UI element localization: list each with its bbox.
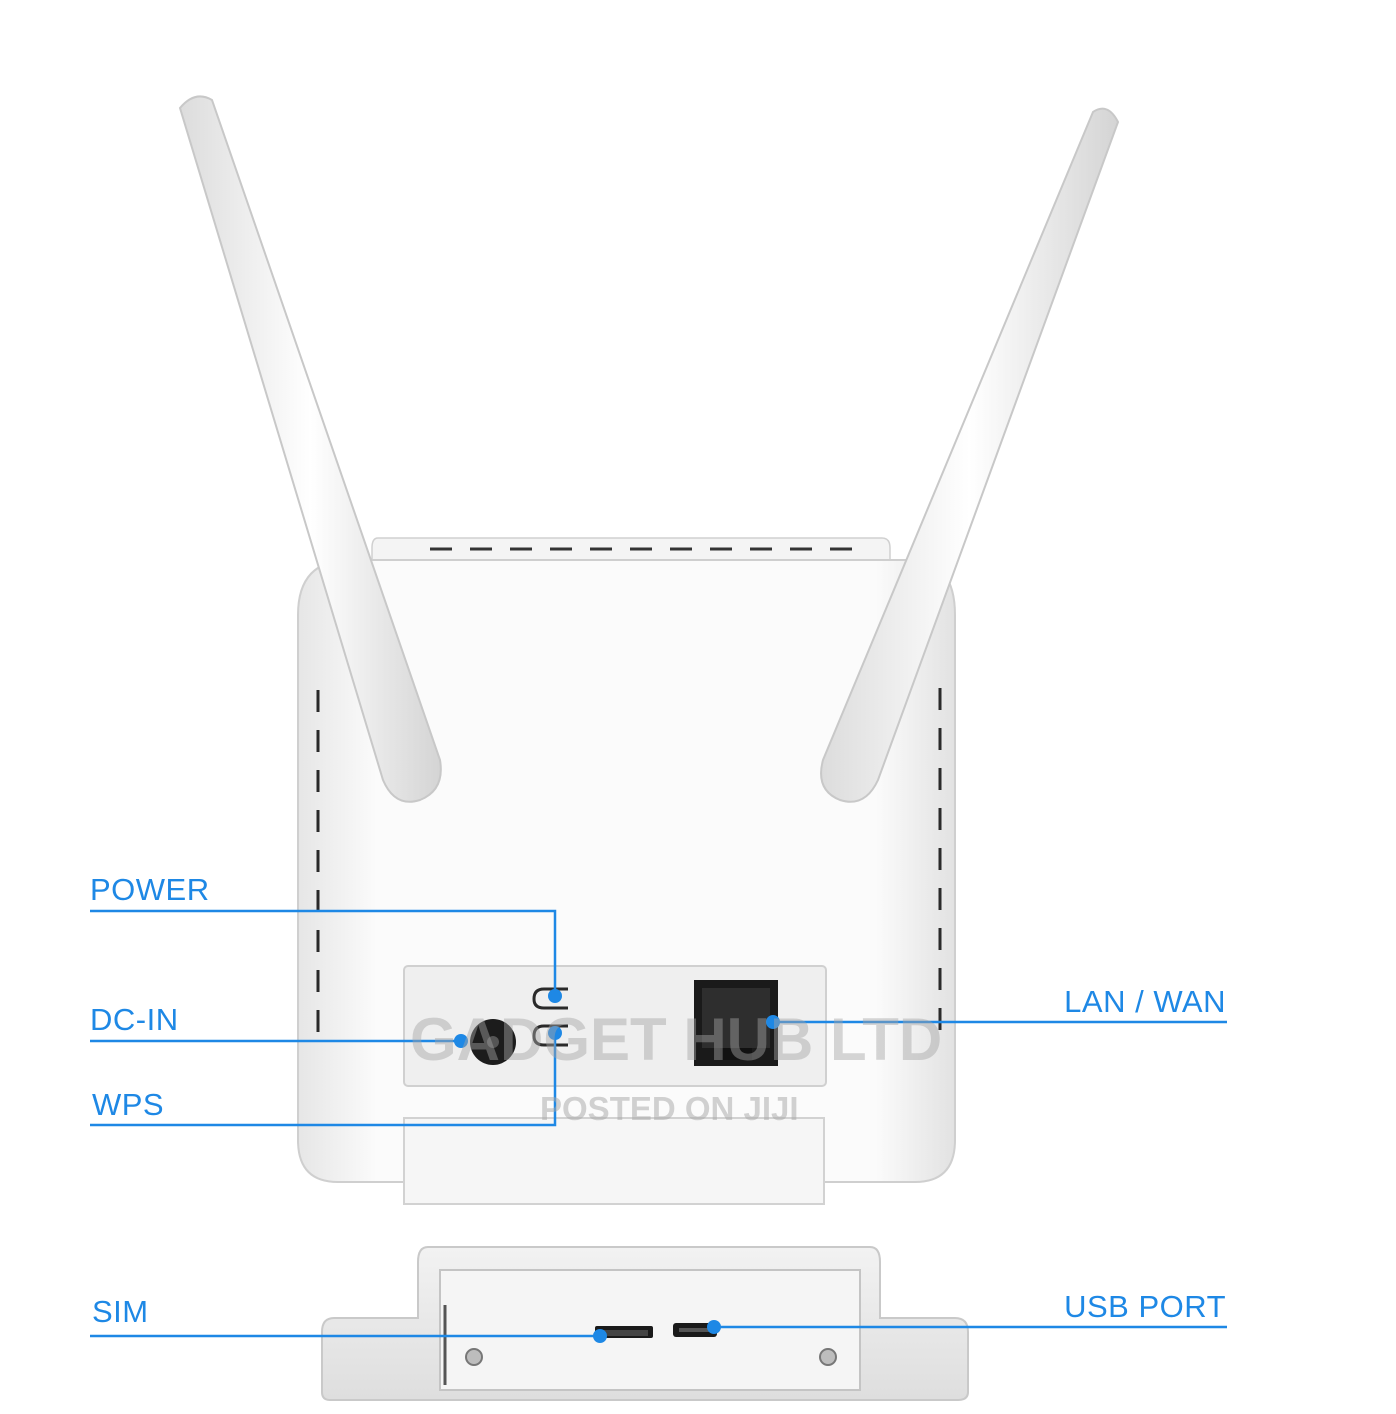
wps-dot-icon [548, 1026, 562, 1040]
wps-button-icon [532, 1024, 568, 1047]
sim-slot-icon [595, 1326, 653, 1338]
screw-left-icon [465, 1348, 483, 1366]
router-top-cap [371, 537, 891, 561]
callout-label-dc-in: DC-IN [90, 1002, 179, 1037]
lan-wan-dot-icon [766, 1015, 780, 1029]
callout-dots [454, 989, 780, 1343]
watermark-line1: GADGET HUB LTD [410, 1006, 943, 1073]
callout-lines [90, 909, 1227, 1338]
usb-dot-icon [707, 1320, 721, 1334]
power-leader-line [90, 909, 557, 996]
right-antenna-icon [820, 107, 1120, 803]
left-antenna-icon [178, 95, 442, 803]
power-dot-icon [548, 989, 562, 1003]
watermark-line2: POSTED ON JIJI [540, 1090, 799, 1127]
power-button-icon [532, 987, 568, 1010]
router-stand [403, 1117, 825, 1205]
callout-label-sim: SIM [92, 1294, 149, 1329]
callout-label-usb-port: USB PORT [1064, 1289, 1226, 1324]
dc-in-dot-icon [454, 1034, 468, 1048]
router-base [321, 1246, 969, 1401]
callout-label-power: POWER [90, 872, 210, 907]
screw-right-icon [819, 1348, 837, 1366]
sim-dot-icon [593, 1329, 607, 1343]
dc-in-jack-icon [470, 1019, 516, 1065]
lan-wan-port-icon [694, 980, 778, 1066]
wps-leader-line [90, 1033, 557, 1127]
usb-port-icon [673, 1323, 717, 1337]
callout-label-lan-wan: LAN / WAN [1064, 984, 1226, 1019]
callout-label-wps: WPS [92, 1087, 165, 1122]
